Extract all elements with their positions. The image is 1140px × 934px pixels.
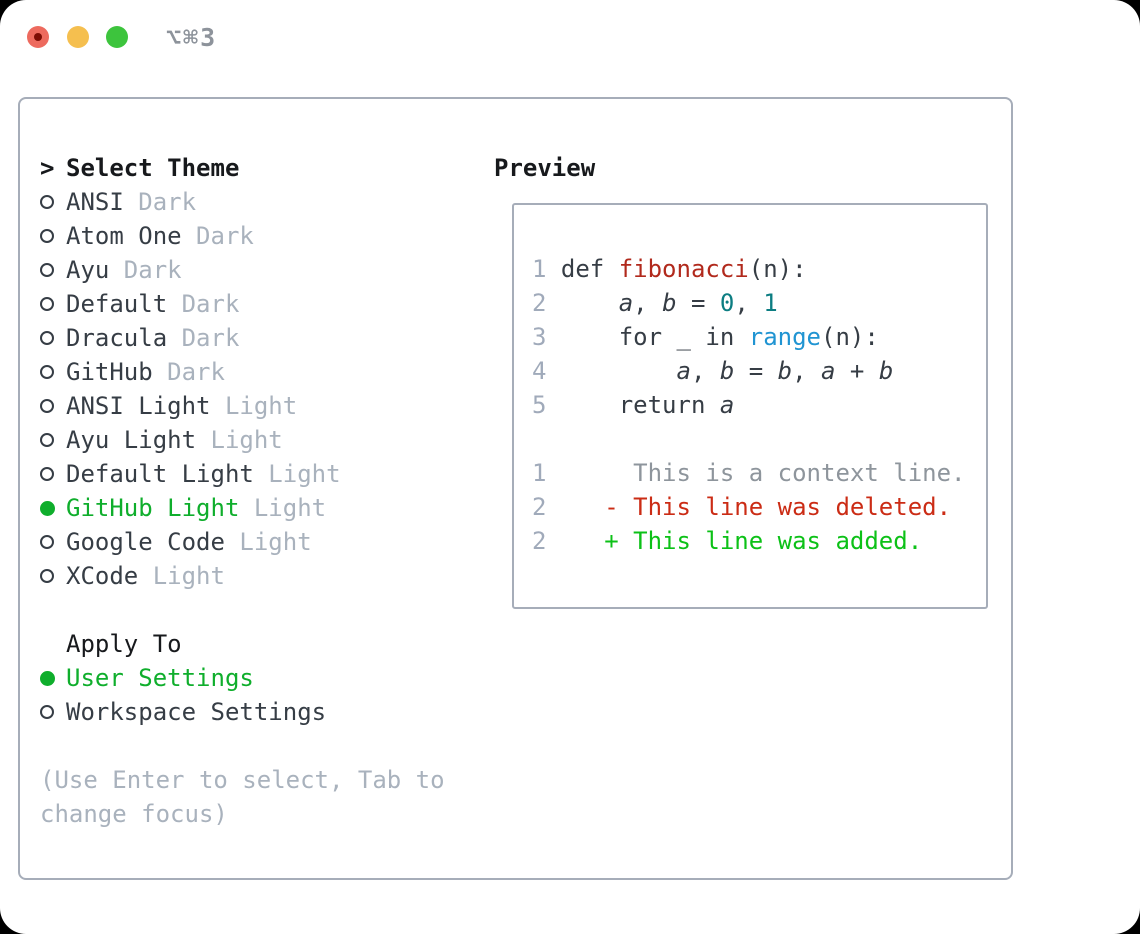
radio-icon bbox=[40, 535, 66, 549]
radio-icon bbox=[40, 705, 66, 719]
theme-option-atom-one[interactable]: Atom One Dark bbox=[40, 219, 445, 253]
line-number: 5 bbox=[532, 391, 547, 419]
theme-option-label: GitHub Dark bbox=[66, 358, 225, 386]
theme-variant-label: Light bbox=[239, 494, 327, 522]
preview-heading: Preview bbox=[494, 154, 596, 182]
theme-option-github[interactable]: GitHub Dark bbox=[40, 355, 445, 389]
theme-variant-label: Dark bbox=[181, 222, 254, 250]
radio-icon bbox=[40, 467, 66, 481]
radio-icon bbox=[40, 331, 66, 345]
radio-selected-icon bbox=[40, 500, 66, 516]
theme-option-ansi-light[interactable]: ANSI Light Light bbox=[40, 389, 445, 423]
theme-option-xcode[interactable]: XCode Light bbox=[40, 559, 445, 593]
radio-selected-icon bbox=[40, 670, 66, 686]
theme-option-label: Ayu Light Light bbox=[66, 426, 283, 454]
code-line: 2 + This line was added. bbox=[532, 527, 923, 555]
code-line: 1 def fibonacci(n): bbox=[532, 255, 807, 283]
theme-option-google-code[interactable]: Google Code Light bbox=[40, 525, 445, 559]
help-text-line: (Use Enter to select, Tab to bbox=[40, 766, 445, 794]
line-number: 2 bbox=[532, 493, 547, 521]
theme-variant-label: Light bbox=[253, 460, 341, 488]
theme-variant-label: Light bbox=[196, 426, 283, 454]
line-number: 3 bbox=[532, 323, 547, 351]
code-line: 4 a, b = b, a + b bbox=[532, 357, 894, 385]
code-line: 2 - This line was deleted. bbox=[532, 493, 952, 521]
radio-icon bbox=[40, 297, 66, 311]
theme-variant-label: Light bbox=[210, 392, 298, 420]
theme-option-ansi[interactable]: ANSI Dark bbox=[40, 185, 445, 219]
theme-variant-label: Dark bbox=[152, 358, 225, 386]
radio-icon bbox=[40, 263, 66, 277]
theme-option-default[interactable]: Default Dark bbox=[40, 287, 445, 321]
code-blank-line bbox=[532, 422, 986, 456]
theme-option-label: Atom One Dark bbox=[66, 222, 254, 250]
help-text-line: change focus) bbox=[40, 800, 228, 828]
radio-icon bbox=[40, 433, 66, 447]
theme-option-label: XCode Light bbox=[66, 562, 225, 590]
theme-option-label: Ayu Dark bbox=[66, 256, 182, 284]
code-line: 1 This is a context line. bbox=[532, 459, 966, 487]
line-number: 1 bbox=[532, 255, 547, 283]
radio-icon bbox=[40, 569, 66, 583]
theme-option-ayu-light[interactable]: Ayu Light Light bbox=[40, 423, 445, 457]
select-theme-heading: Select Theme bbox=[66, 154, 240, 182]
help-text: (Use Enter to select, Tab to change focus… bbox=[40, 763, 445, 831]
radio-icon bbox=[40, 399, 66, 413]
preview-box: 1 def fibonacci(n): 2 a, b = 0, 1 3 for _ … bbox=[512, 203, 988, 609]
line-number: 4 bbox=[532, 357, 547, 385]
theme-variant-label: Light bbox=[138, 562, 225, 590]
minimize-button[interactable] bbox=[67, 26, 89, 48]
theme-variant-label: Dark bbox=[109, 256, 182, 284]
select-theme-header-row: > Select Theme bbox=[40, 151, 445, 185]
theme-option-ayu[interactable]: Ayu Dark bbox=[40, 253, 445, 287]
theme-option-default-light[interactable]: Default Light Light bbox=[40, 457, 445, 491]
spacer-row bbox=[40, 729, 445, 763]
theme-option-label: ANSI Dark bbox=[66, 188, 197, 216]
theme-option-dracula[interactable]: Dracula Dark bbox=[40, 321, 445, 355]
code-line: 5 return a bbox=[532, 391, 735, 419]
theme-option-label: Google Code Light bbox=[66, 528, 312, 556]
line-number: 1 bbox=[532, 459, 547, 487]
code-line: 2 a, b = 0, 1 bbox=[532, 289, 778, 317]
theme-option-label: ANSI Light Light bbox=[66, 392, 298, 420]
radio-icon bbox=[40, 365, 66, 379]
window-shortcut-title: ⌥⌘3 bbox=[166, 23, 218, 52]
radio-icon bbox=[40, 195, 66, 209]
theme-variant-label: Dark bbox=[123, 188, 197, 216]
record-dot-icon bbox=[34, 33, 42, 41]
apply-option-label: User Settings bbox=[66, 664, 254, 692]
theme-option-label: Default Dark bbox=[66, 290, 240, 318]
theme-option-label: Default Light Light bbox=[66, 460, 341, 488]
spacer-row bbox=[40, 593, 445, 627]
theme-variant-label: Light bbox=[224, 528, 312, 556]
close-button[interactable] bbox=[27, 26, 49, 48]
theme-variant-label: Dark bbox=[167, 324, 240, 352]
code-line: 3 for _ in range(n): bbox=[532, 323, 879, 351]
code-preview: 1 def fibonacci(n): 2 a, b = 0, 1 3 for _ … bbox=[532, 252, 986, 558]
zoom-button[interactable] bbox=[106, 26, 128, 48]
apply-option-user-settings[interactable]: User Settings bbox=[40, 661, 445, 695]
apply-option-label: Workspace Settings bbox=[66, 698, 327, 726]
theme-option-label: Dracula Dark bbox=[66, 324, 240, 352]
cursor-arrow-marker: > bbox=[40, 154, 55, 182]
theme-variant-label: Dark bbox=[167, 290, 240, 318]
radio-icon bbox=[40, 229, 66, 243]
apply-option-workspace-settings[interactable]: Workspace Settings bbox=[40, 695, 445, 729]
line-number: 2 bbox=[532, 289, 547, 317]
line-number: 2 bbox=[532, 527, 547, 555]
apply-to-heading: Apply To bbox=[66, 630, 182, 658]
theme-option-github-light[interactable]: GitHub Light Light bbox=[40, 491, 445, 525]
theme-option-label: GitHub Light Light bbox=[66, 494, 327, 522]
apply-to-header-row: Apply To bbox=[40, 627, 445, 661]
